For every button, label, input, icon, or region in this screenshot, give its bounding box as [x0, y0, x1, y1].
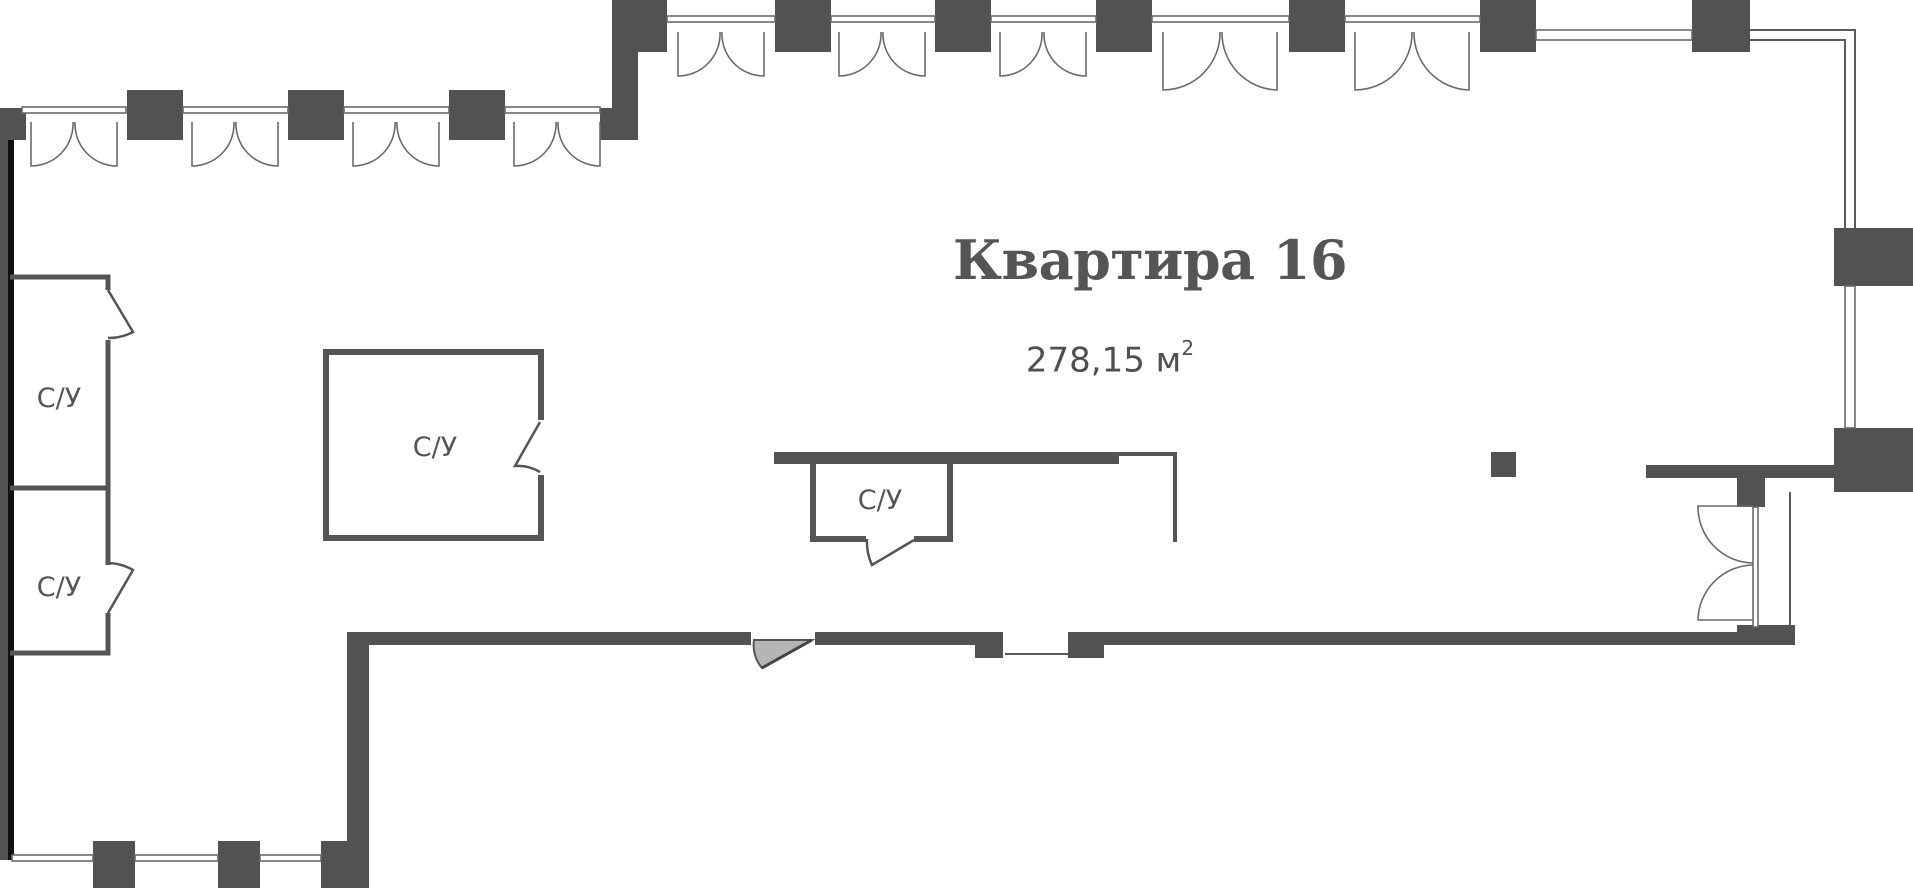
interior-walls	[10, 274, 1516, 670]
door-top-6	[838, 31, 926, 77]
room-label-bathroom-center: С/У	[412, 432, 458, 463]
apartment-area: 278,15 м2	[980, 336, 1240, 381]
door-top-9	[1354, 31, 1470, 91]
door-right	[1697, 492, 1791, 628]
door-top-8	[1162, 31, 1278, 91]
door-top-7	[999, 31, 1087, 77]
door-top-5	[677, 31, 765, 77]
door-top-3	[352, 121, 440, 167]
room-label-bathroom-left-bottom: С/У	[36, 572, 82, 603]
area-value: 278,15 м	[1025, 340, 1182, 381]
room-label-bathroom-left-top: С/У	[36, 383, 82, 414]
door-top-1	[30, 121, 118, 167]
apartment-title: Квартира 16	[952, 228, 1348, 292]
door-top-2	[191, 121, 279, 167]
windows	[11, 15, 1856, 862]
area-unit-superscript: 2	[1181, 336, 1195, 360]
door-top-4	[513, 121, 601, 167]
room-label-bathroom-small: С/У	[857, 485, 903, 516]
balcony-doors	[30, 31, 1791, 628]
